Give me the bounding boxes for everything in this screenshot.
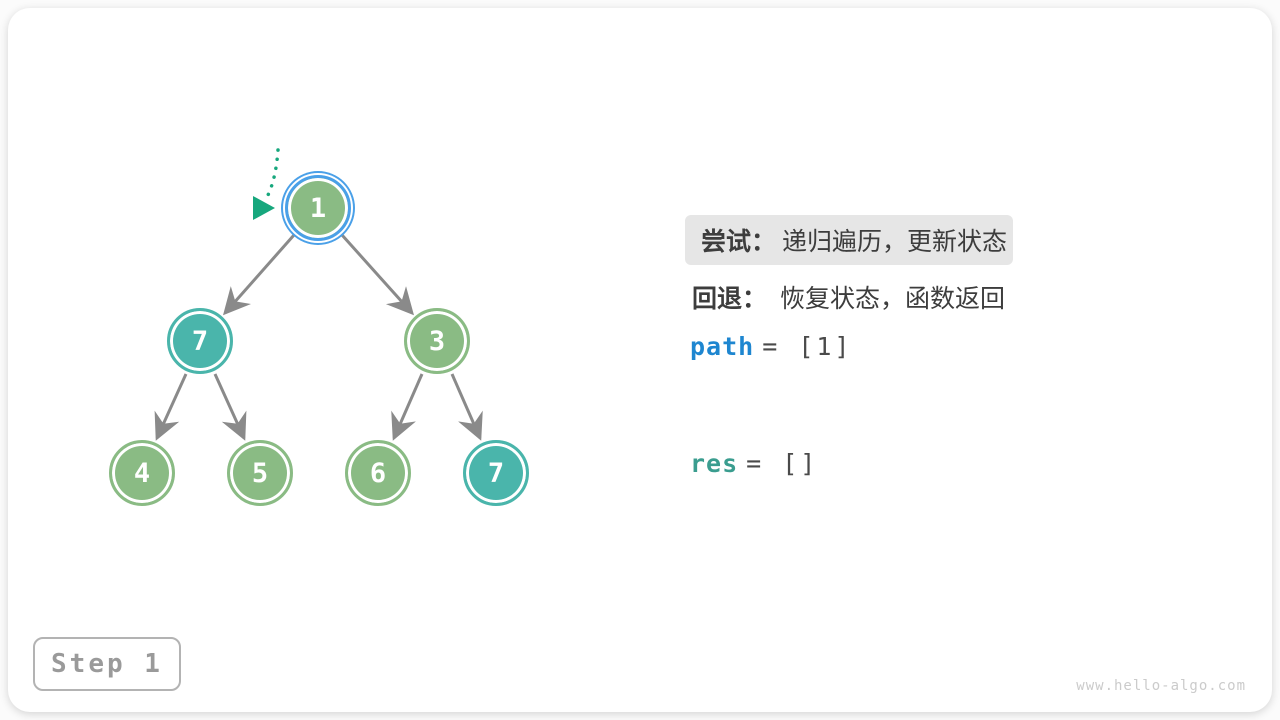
tree-node: 4 <box>109 440 175 506</box>
try-annotation: 尝试： 递归遍历，更新状态 <box>685 215 1013 265</box>
res-variable-line: res= [] <box>690 449 818 478</box>
res-variable-name: res <box>690 449 739 478</box>
current-pointer-icon <box>253 148 280 220</box>
tree-edges <box>154 148 483 441</box>
watermark: www.hello-algo.com <box>1076 678 1246 694</box>
path-variable-name: path <box>690 332 755 361</box>
try-text: 递归遍历，更新状态 <box>782 228 1008 256</box>
backtrack-annotation: 回退： 恢复状态，函数返回 <box>692 279 1005 315</box>
tree-node: 3 <box>404 308 470 374</box>
res-variable-value: = [] <box>746 449 819 478</box>
backtrack-text: 恢复状态，函数返回 <box>779 285 1005 313</box>
try-label: 尝试： <box>701 228 777 256</box>
tree-node: 7 <box>463 440 529 506</box>
binary-tree-diagram: 1 7 3 4 5 6 7 <box>8 8 628 568</box>
path-variable-line: path= [1] <box>690 332 852 361</box>
backtrack-label: 回退： <box>692 285 768 313</box>
step-badge: Step 1 <box>33 637 181 691</box>
tree-node: 5 <box>227 440 293 506</box>
tree-node-root: 1 <box>285 175 351 241</box>
path-variable-value: = [1] <box>762 332 853 361</box>
figure-card: 1 7 3 4 5 6 7 尝试： 递归遍历，更新状态 回退： 恢复状态，函数返… <box>8 8 1272 712</box>
edge-lines <box>154 233 483 441</box>
tree-node: 6 <box>345 440 411 506</box>
tree-node: 7 <box>167 308 233 374</box>
